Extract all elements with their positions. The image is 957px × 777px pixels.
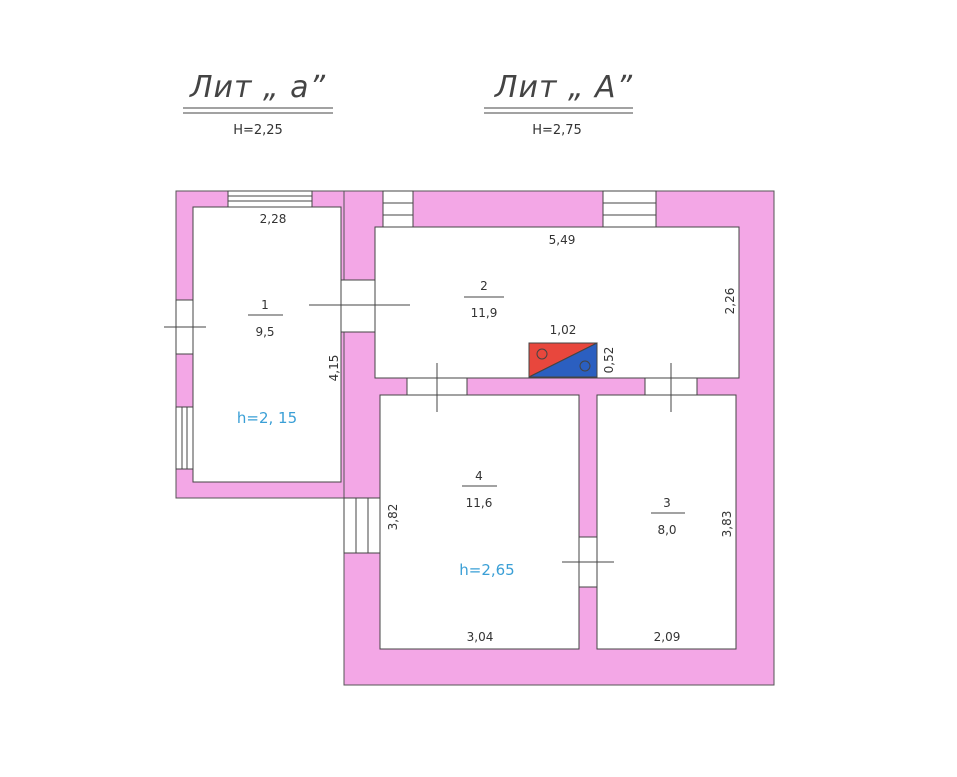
- title-lit-A: Лит „ А”: [494, 70, 633, 105]
- room-3: [596, 394, 737, 650]
- room-3-number: 3: [663, 496, 671, 510]
- title-lit-a: Лит „ а”: [189, 70, 326, 105]
- dim-room1-length: 4,15: [327, 355, 341, 382]
- room-1-area: 9,5: [255, 325, 274, 339]
- room-4-label: 4 11,6: [462, 469, 497, 510]
- room-2-area: 11,9: [471, 306, 498, 320]
- room-2-label: 2 11,9: [464, 279, 504, 320]
- window-room4-left: [343, 497, 381, 554]
- dim-room2-depth: 2,26: [723, 288, 737, 315]
- window-room2-top-left: [382, 190, 414, 228]
- window-room1-top: [227, 190, 313, 208]
- room-4-area: 11,6: [466, 496, 493, 510]
- dim-stove-depth: 0,52: [602, 347, 616, 374]
- room-1: [192, 206, 342, 483]
- room-4-number: 4: [475, 469, 483, 483]
- door-room2-room4: [406, 363, 468, 412]
- dim-room4-width: 3,04: [467, 630, 494, 644]
- dim-room4-length: 3,82: [386, 504, 400, 531]
- room-3-area: 8,0: [657, 523, 676, 537]
- dim-room2-width: 5,49: [549, 233, 576, 247]
- window-room1-left: [175, 406, 194, 470]
- height-lit-a: Н=2,25: [233, 123, 283, 138]
- ceiling-height-lit-A: h=2,65: [459, 561, 514, 579]
- door-room1-left: [164, 299, 206, 355]
- window-room2-top-right: [602, 190, 657, 228]
- wall-junction: [345, 192, 355, 497]
- room-2-number: 2: [480, 279, 488, 293]
- dim-room3-length: 3,83: [720, 511, 734, 538]
- dim-room1-width: 2,28: [260, 212, 287, 226]
- ceiling-height-lit-a: h=2, 15: [237, 409, 297, 427]
- dim-room3-width: 2,09: [654, 630, 681, 644]
- dim-stove-width: 1,02: [550, 323, 577, 337]
- door-room2-room3: [644, 363, 698, 412]
- stove: [528, 342, 598, 378]
- stove-burner-left: [536, 348, 548, 360]
- room-4: [379, 394, 580, 650]
- door-room1-room2: [309, 279, 410, 333]
- stove-burner-right: [579, 360, 591, 372]
- height-lit-A: Н=2,75: [532, 123, 582, 138]
- room-1-number: 1: [261, 298, 269, 312]
- room-3-label: 3 8,0: [651, 496, 685, 537]
- room-1-label: 1 9,5: [248, 298, 283, 339]
- stove-blue-half: [528, 342, 598, 378]
- door-room4-room3: [562, 536, 614, 588]
